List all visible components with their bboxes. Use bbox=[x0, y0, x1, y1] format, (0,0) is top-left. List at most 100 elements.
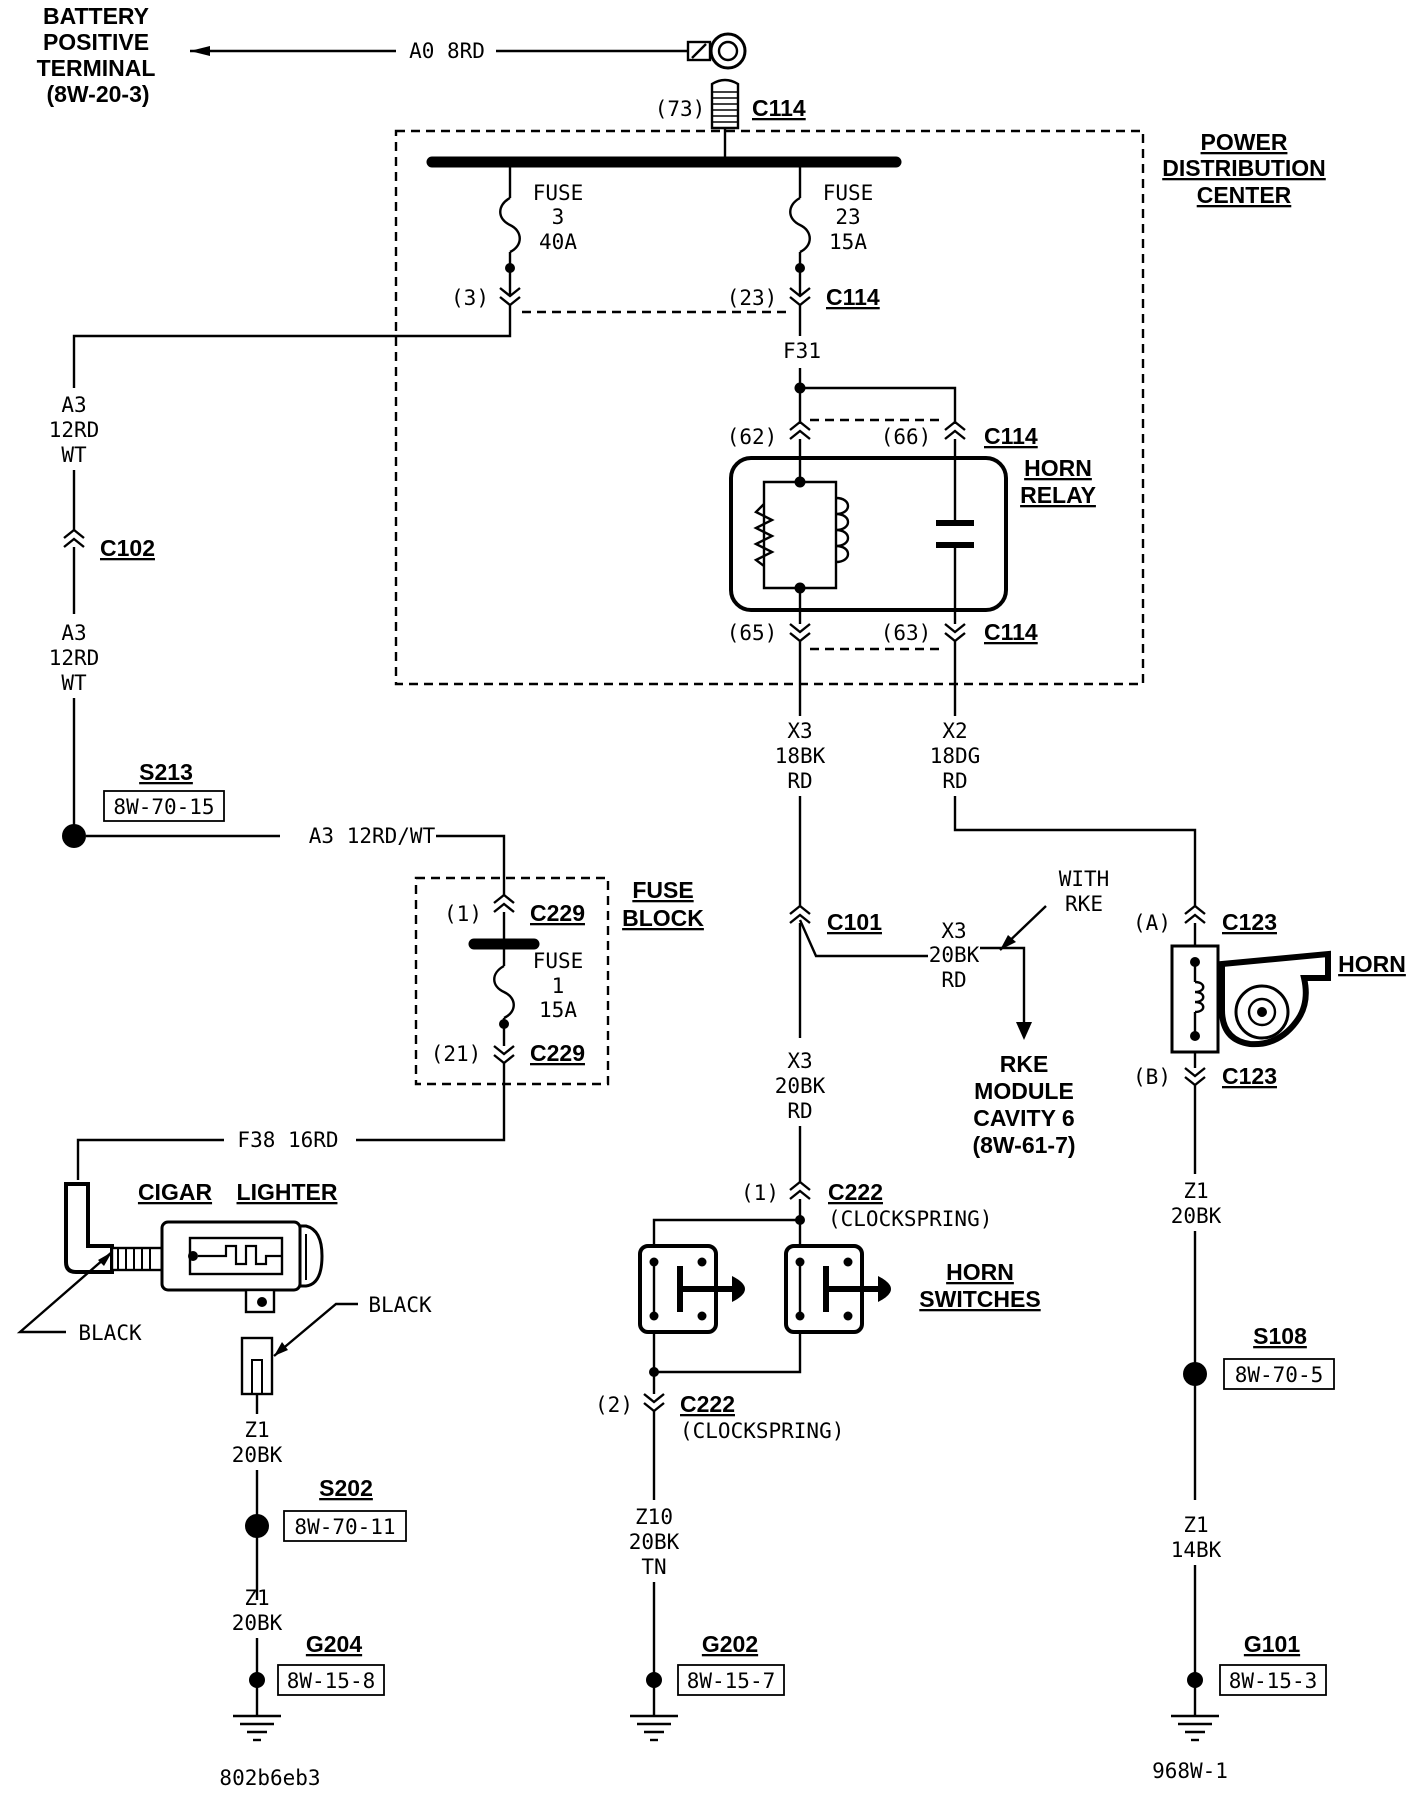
wire-f31-66 bbox=[800, 386, 957, 424]
pin-62: (62) bbox=[727, 425, 778, 449]
x3c-w1: X3 bbox=[941, 919, 966, 943]
pdc-stud-icon bbox=[710, 78, 740, 130]
fuse3-amp: 40A bbox=[539, 230, 577, 254]
wire-a0-label: A0 8RD bbox=[409, 39, 485, 63]
footer-right-code: 968W-1 bbox=[1152, 1759, 1228, 1783]
s108-ref-box bbox=[1223, 1358, 1335, 1390]
z10-w3: TN bbox=[641, 1555, 666, 1579]
c222-pin1-symbol bbox=[789, 1180, 811, 1200]
battery-label: BATTERY POSITIVE TERMINAL (8W-20-3) bbox=[37, 3, 156, 107]
horn-relay-line1: HORN bbox=[1024, 455, 1092, 481]
with-rke-arrow-icon bbox=[1000, 935, 1016, 950]
wire-f38-a bbox=[356, 1063, 506, 1142]
black-pointer-left-arrow-icon bbox=[98, 1252, 112, 1266]
c102-symbol bbox=[63, 528, 85, 548]
c114-top-label: C114 bbox=[752, 95, 806, 121]
g202-ref-box bbox=[677, 1664, 785, 1696]
battery-line3: TERMINAL bbox=[37, 55, 156, 81]
g202-label: G202 bbox=[702, 1631, 758, 1657]
g202-node bbox=[646, 1672, 662, 1688]
lighter-ground-plug-icon bbox=[240, 1336, 274, 1396]
c123-pinA-symbol bbox=[1184, 904, 1206, 924]
z1b-w2: 20BK bbox=[232, 1611, 283, 1635]
a3-mid-w1: A3 bbox=[61, 621, 86, 645]
x3c-w2: 20BK bbox=[929, 943, 980, 967]
black-pointer-right bbox=[273, 1302, 358, 1357]
c229-bottom-label: C229 bbox=[530, 1040, 585, 1066]
battery-line1: BATTERY bbox=[43, 3, 149, 29]
cigar-lighter-line2: LIGHTER bbox=[237, 1179, 338, 1205]
horn-switches-line1: HORN bbox=[946, 1259, 1014, 1285]
g202-ref: 8W-15-7 bbox=[687, 1669, 776, 1693]
g204-ground-icon bbox=[233, 1714, 281, 1742]
battery-line2: POSITIVE bbox=[43, 29, 149, 55]
s213-ref: 8W-70-15 bbox=[113, 795, 214, 819]
horn-switch-2-icon bbox=[784, 1244, 891, 1334]
fuse3-name: FUSE bbox=[533, 181, 584, 205]
c101-symbol bbox=[789, 904, 811, 924]
rke-line2: MODULE bbox=[974, 1078, 1074, 1104]
g101-ground-icon bbox=[1171, 1714, 1219, 1742]
horn-label: HORN bbox=[1338, 951, 1406, 977]
fuse1-num: 1 bbox=[552, 974, 565, 998]
s213-ref-box bbox=[103, 790, 225, 822]
g101-ref-box bbox=[1219, 1664, 1327, 1696]
fuse23-num: 23 bbox=[835, 205, 860, 229]
z1c-w1: Z1 bbox=[1183, 1179, 1208, 1203]
fuse1-name: FUSE bbox=[533, 949, 584, 973]
a3-mid-w2: 12RD bbox=[49, 646, 100, 670]
pin-73: (73) bbox=[655, 97, 706, 121]
g204-node bbox=[249, 1672, 265, 1688]
x2-w2: 18DG bbox=[930, 744, 981, 768]
wire-f38-b bbox=[76, 1138, 224, 1180]
fuse23-name: FUSE bbox=[823, 181, 874, 205]
fuse3-node bbox=[505, 263, 515, 273]
a3-top-w1: A3 bbox=[61, 393, 86, 417]
x3c-w3: RD bbox=[941, 968, 966, 992]
rke-arrow-icon bbox=[1016, 1022, 1032, 1040]
z1a-w1: Z1 bbox=[244, 1418, 269, 1442]
sw-top-node bbox=[795, 1215, 805, 1225]
pin-63: (63) bbox=[881, 621, 932, 645]
rke-line4: (8W-61-7) bbox=[972, 1132, 1075, 1158]
z10-w2: 20BK bbox=[629, 1530, 680, 1554]
s108-ref: 8W-70-5 bbox=[1235, 1363, 1324, 1387]
c114-mid-label: C114 bbox=[826, 284, 880, 310]
pdc-line2: DISTRIBUTION bbox=[1162, 155, 1326, 181]
a3-top-w3: WT bbox=[61, 443, 87, 467]
fuse23-node bbox=[795, 263, 805, 273]
c114-relay-top-label: C114 bbox=[984, 423, 1038, 449]
z1a-w2: 20BK bbox=[232, 1443, 283, 1467]
c222-top-label: C222 bbox=[828, 1179, 883, 1205]
c229-top-label: C229 bbox=[530, 900, 585, 926]
a3-mid-w3: WT bbox=[61, 671, 87, 695]
black-pointer-left bbox=[16, 1251, 113, 1334]
s202-ref: 8W-70-11 bbox=[294, 1515, 395, 1539]
relay-coil-symbol bbox=[835, 496, 850, 564]
wire-sw-bottom-bus bbox=[652, 1332, 802, 1374]
cigar-lighter-line1: CIGAR bbox=[138, 1179, 213, 1205]
pdc-line1: POWER bbox=[1201, 129, 1288, 155]
c229-pin1: (1) bbox=[444, 902, 482, 926]
f31-label: F31 bbox=[783, 339, 821, 363]
battery-ring-terminal-icon bbox=[686, 32, 747, 70]
fuse-block-line1: FUSE bbox=[632, 877, 693, 903]
horn-switches-line2: SWITCHES bbox=[919, 1286, 1040, 1312]
black-label-right: BLACK bbox=[368, 1293, 432, 1317]
x3-w1: X3 bbox=[787, 719, 812, 743]
s108-splice bbox=[1183, 1362, 1207, 1386]
x3-w3: RD bbox=[787, 769, 812, 793]
c229-pin1-symbol bbox=[493, 893, 515, 913]
c222-top-clockspring: (CLOCKSPRING) bbox=[828, 1207, 992, 1231]
pin-66: (66) bbox=[881, 425, 932, 449]
footer-left-code: 802b6eb3 bbox=[219, 1766, 320, 1790]
g204-ref-box bbox=[277, 1664, 385, 1696]
z1b-w1: Z1 bbox=[244, 1586, 269, 1610]
fuse-3-symbol bbox=[499, 196, 521, 254]
fuse-block-line2: BLOCK bbox=[622, 905, 704, 931]
c222-bottom-clockspring: (CLOCKSPRING) bbox=[680, 1419, 844, 1443]
pin-65: (65) bbox=[727, 621, 778, 645]
black-label-left: BLACK bbox=[78, 1321, 142, 1345]
horn-relay-box bbox=[729, 456, 1008, 612]
coil-loop bbox=[800, 480, 838, 590]
